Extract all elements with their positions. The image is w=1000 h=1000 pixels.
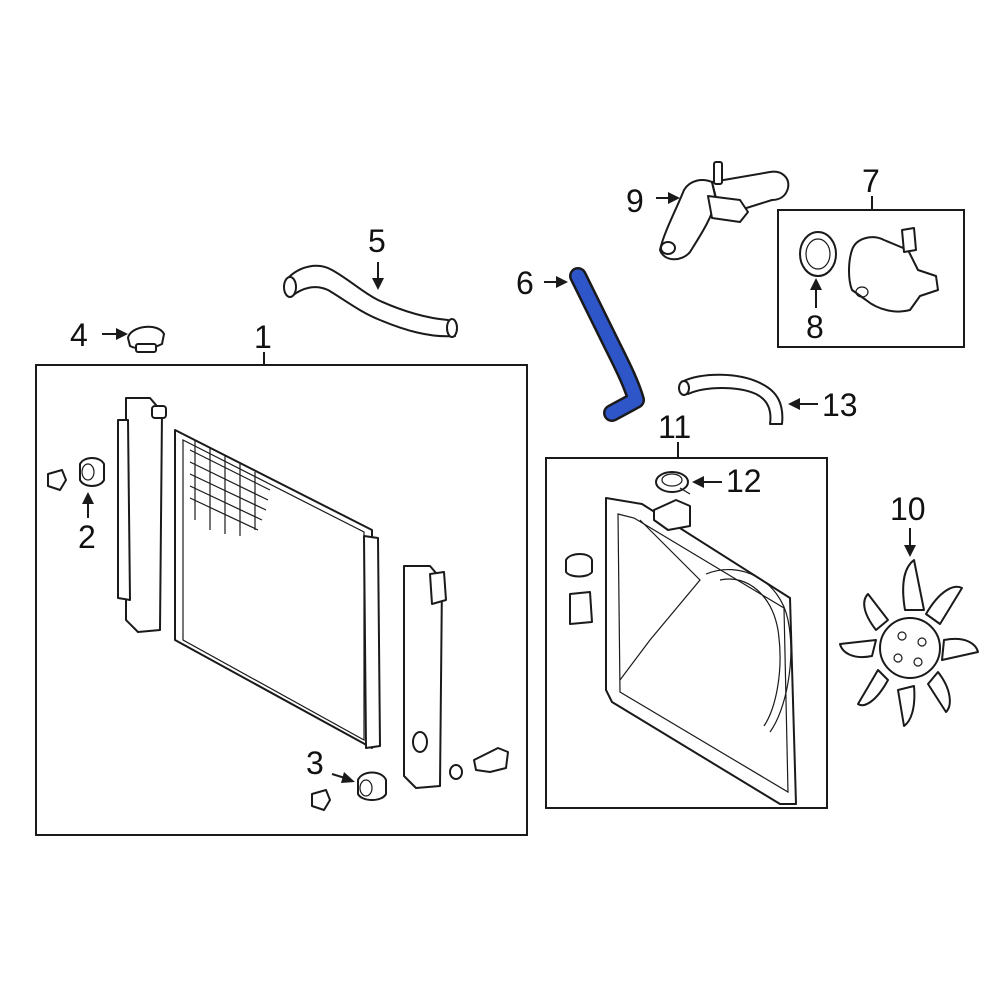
drain-cock[interactable] [449,747,509,780]
callout-13: 13 [822,387,858,423]
radiator-mount-cushion-lower[interactable] [311,771,387,811]
callout-7: 7 [862,163,880,199]
fan-shroud[interactable] [605,497,797,805]
callout-11: 11 [658,409,691,445]
callout-10: 10 [890,491,926,527]
callout-12: 12 [726,463,762,499]
callout-4: 4 [70,317,88,353]
water-inlet-pipe[interactable] [659,161,790,261]
radiator-right-tank[interactable] [403,565,447,789]
radiator-assembly-box [35,364,528,836]
radiator-mount-cushion-left[interactable] [47,457,105,491]
thermostat-gasket[interactable] [799,231,837,277]
callout-9: 9 [626,183,644,219]
radiator-fin-grid [189,440,271,536]
reservoir-cup[interactable] [565,553,593,625]
leader-lines [82,192,916,783]
thermostat-housing[interactable] [848,227,939,313]
cooling-fan-blade[interactable] [839,559,979,727]
callout-numbers: 1 2 3 4 5 6 7 8 9 10 11 12 13 [70,163,926,781]
bypass-hose[interactable] [678,373,784,425]
upper-radiator-hose[interactable] [283,264,458,338]
callout-2: 2 [78,519,96,555]
radiator-cap[interactable] [127,325,165,353]
callout-6: 6 [516,265,534,301]
callout-1: 1 [254,319,272,355]
highlighted-radiator-hose[interactable] [569,267,645,422]
radiator-core[interactable] [174,429,381,749]
callout-3: 3 [306,745,324,781]
radiator-left-tank[interactable] [117,397,167,633]
callout-8: 8 [806,309,824,345]
fan-shroud-assembly-box [545,457,828,809]
reservoir-cap[interactable] [655,471,691,495]
callout-5: 5 [368,223,386,259]
